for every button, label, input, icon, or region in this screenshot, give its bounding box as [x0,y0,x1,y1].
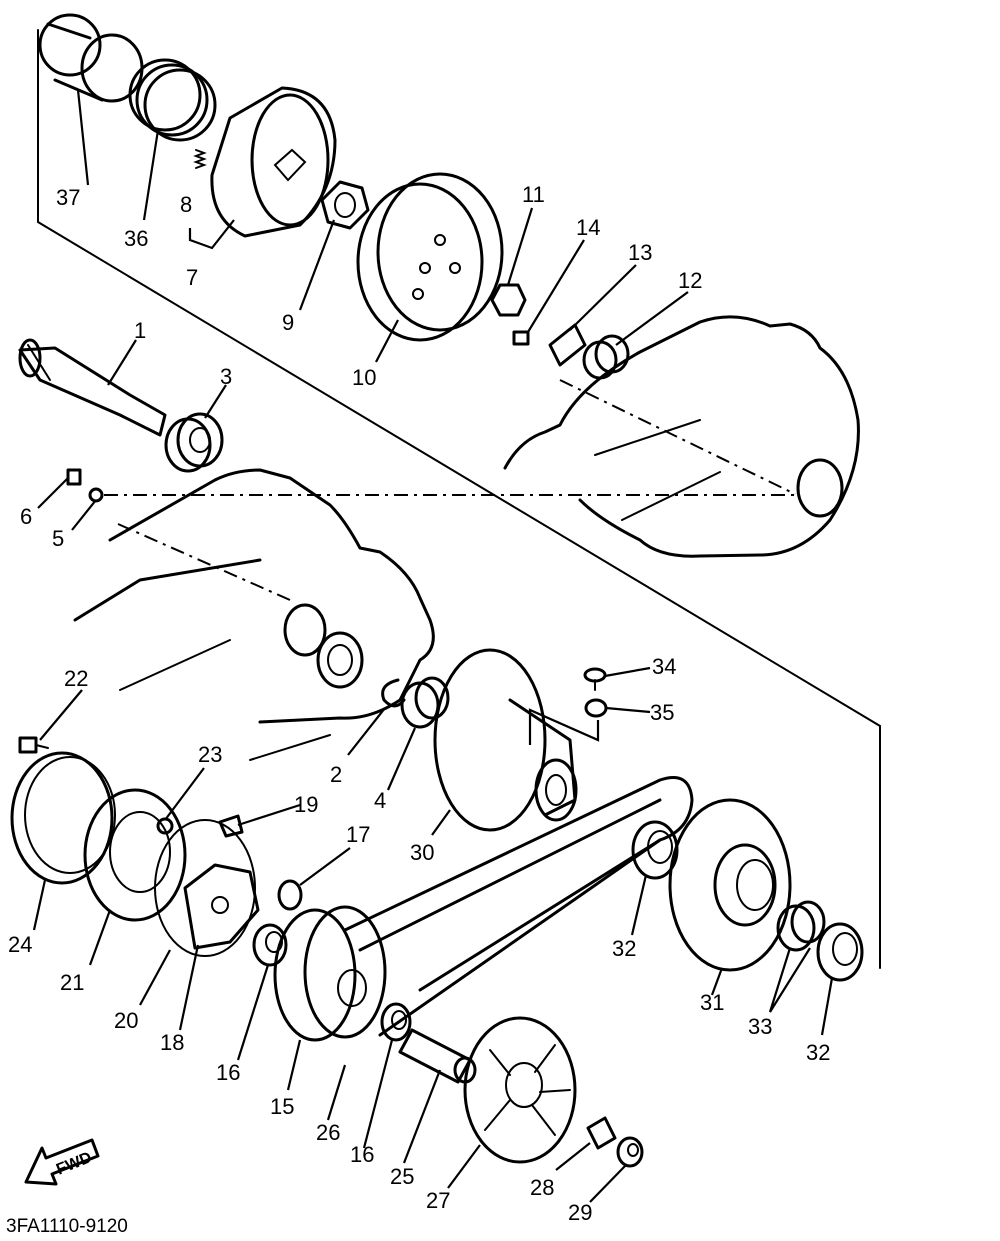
label-27: 27 [426,1188,450,1213]
part-labels: 37 36 8 7 9 10 11 14 13 12 1 3 6 5 22 23… [8,182,830,1225]
label-20: 20 [114,1008,138,1033]
label-7: 7 [186,265,198,290]
label-12: 12 [678,268,702,293]
label-16-right: 16 [350,1142,374,1167]
label-8: 8 [180,192,192,217]
label-34: 34 [652,654,676,679]
part-17-weight [277,879,303,911]
label-25: 25 [390,1164,414,1189]
part-27-fan-sheave [463,1016,577,1164]
part-36-spring [128,58,217,142]
label-9: 9 [282,310,294,335]
label-28: 28 [530,1175,554,1200]
part-15-movable-sheave [273,905,387,1042]
label-2: 2 [330,762,342,787]
label-16-left: 16 [216,1060,240,1085]
part-1-shaft [18,338,167,437]
label-24: 24 [8,932,32,957]
part-19-clip [218,814,244,838]
part-6-bolt [66,468,82,486]
part-16-collar-right [380,1002,412,1042]
label-31: 31 [700,990,724,1015]
part-11-nut [490,283,527,317]
label-21: 21 [60,970,84,995]
part-8-small-spring [193,149,207,169]
label-5: 5 [52,526,64,551]
part-29-nut [616,1136,644,1168]
part-21-cover-plate [83,788,187,922]
label-30: 30 [410,840,434,865]
label-6: 6 [20,504,32,529]
label-13: 13 [628,240,652,265]
label-10: 10 [352,365,376,390]
label-11: 11 [522,182,545,207]
part-5-washer [88,487,104,503]
label-19: 19 [294,792,318,817]
label-32-lower: 32 [806,1040,830,1065]
part-28-nut-plate [586,1116,617,1150]
label-18: 18 [160,1030,184,1055]
part-31-primary-sheave [668,798,792,972]
label-35: 35 [650,700,674,725]
label-23: 23 [198,742,222,767]
part-10-clutch-drum [356,172,504,342]
part-24-gasket [10,751,116,885]
crankcase-cover [503,315,860,558]
part-33-rings [776,900,826,952]
part-20-plate [154,819,256,957]
label-14: 14 [576,215,600,240]
assembly-frame-lines [37,29,881,969]
label-33: 33 [748,1014,772,1039]
part-35-collar [584,698,608,718]
label-4: 4 [374,788,386,813]
fwd-arrow-icon: FWD [24,1138,100,1186]
part-18-cam-plate [183,863,260,950]
diagram-code: 3FA1110-9120 [6,1216,128,1237]
crankcase [73,468,435,761]
part-32-washer-lower [816,922,864,982]
part-2-circlip [381,678,406,708]
part-9-nut [320,180,370,230]
part-26-v-belt [343,776,694,1037]
label-32-upper: 32 [612,936,636,961]
part-13-plate [548,323,587,367]
label-37: 37 [56,185,80,210]
part-16-collar-left [252,923,288,967]
label-3: 3 [220,364,232,389]
leader-lines [32,89,834,1203]
part-3-bearing [164,412,224,473]
label-29: 29 [568,1200,592,1225]
part-7-clutch-carrier [210,86,337,238]
label-22: 22 [64,666,88,691]
label-15: 15 [270,1094,294,1119]
part-22-screw [18,736,49,754]
part-32-washer-upper [631,820,679,880]
label-17: 17 [346,822,370,847]
part-14-bolt [512,330,530,346]
part-34-pin [583,667,607,691]
part-37-clutch-housing [38,13,144,103]
part-30-secondary-sheave [433,648,578,832]
label-1: 1 [134,318,146,343]
part-12-bearing [582,334,630,380]
label-26: 26 [316,1120,340,1145]
label-36: 36 [124,226,148,251]
